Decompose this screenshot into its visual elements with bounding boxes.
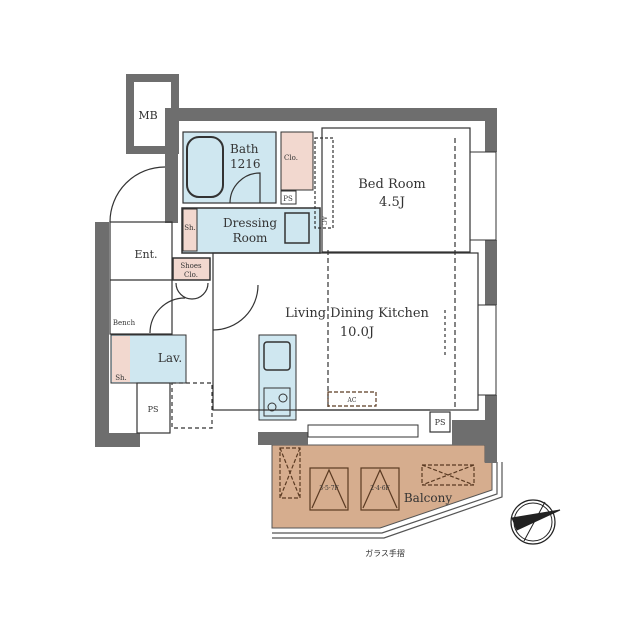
label-ldk: Living Dining Kitchen [285, 306, 429, 321]
label-mb: MB [138, 109, 157, 122]
label-shoes-2: Clo. [184, 271, 198, 279]
label-shoes-1: Shoes [180, 262, 202, 270]
label-lav: Lav. [158, 351, 182, 365]
glass-railing [272, 462, 498, 534]
label-dressing-2: Room [233, 231, 268, 245]
label-hatch-246: 2·4·6F [370, 485, 389, 492]
window-ldk[interactable] [477, 304, 497, 396]
label-ps-right: PS [435, 418, 446, 427]
ps-box-top [280, 190, 297, 205]
label-bench: Bench [113, 319, 136, 327]
balcony-door[interactable] [307, 424, 419, 438]
window-bedroom[interactable] [469, 151, 497, 241]
label-bath: Bath [230, 142, 259, 156]
label-glass-railing: ガラス手摺 [365, 548, 405, 558]
label-bedroom-size: 4.5J [379, 195, 405, 210]
closet-area [280, 131, 314, 191]
label-bedroom: Bed Room [358, 177, 425, 192]
label-balcony: Balcony [404, 491, 452, 505]
label-dressing-shower: Sh. [184, 224, 196, 232]
shoes-closet [172, 257, 211, 281]
label-dressing-1: Dressing [223, 216, 277, 230]
walls [95, 74, 497, 463]
label-ldk-size: 10.0J [340, 325, 374, 340]
label-hatch-357: 3·5·7F [319, 485, 338, 492]
label-entrance: Ent. [134, 248, 157, 261]
label-ac-ldk: AC [347, 397, 357, 404]
label-ps-left: PS [148, 405, 159, 414]
sink-icon [263, 341, 291, 371]
label-ac-vertical: AC [320, 215, 327, 225]
label-lav-shower: Sh. [115, 374, 127, 382]
label-closet: Clo. [284, 154, 298, 162]
north-arrow-icon [510, 499, 561, 545]
bathtub [186, 136, 224, 198]
label-bath-size: 1216 [230, 157, 261, 171]
stove-icon [263, 387, 291, 417]
label-ps-top: PS [283, 195, 293, 203]
